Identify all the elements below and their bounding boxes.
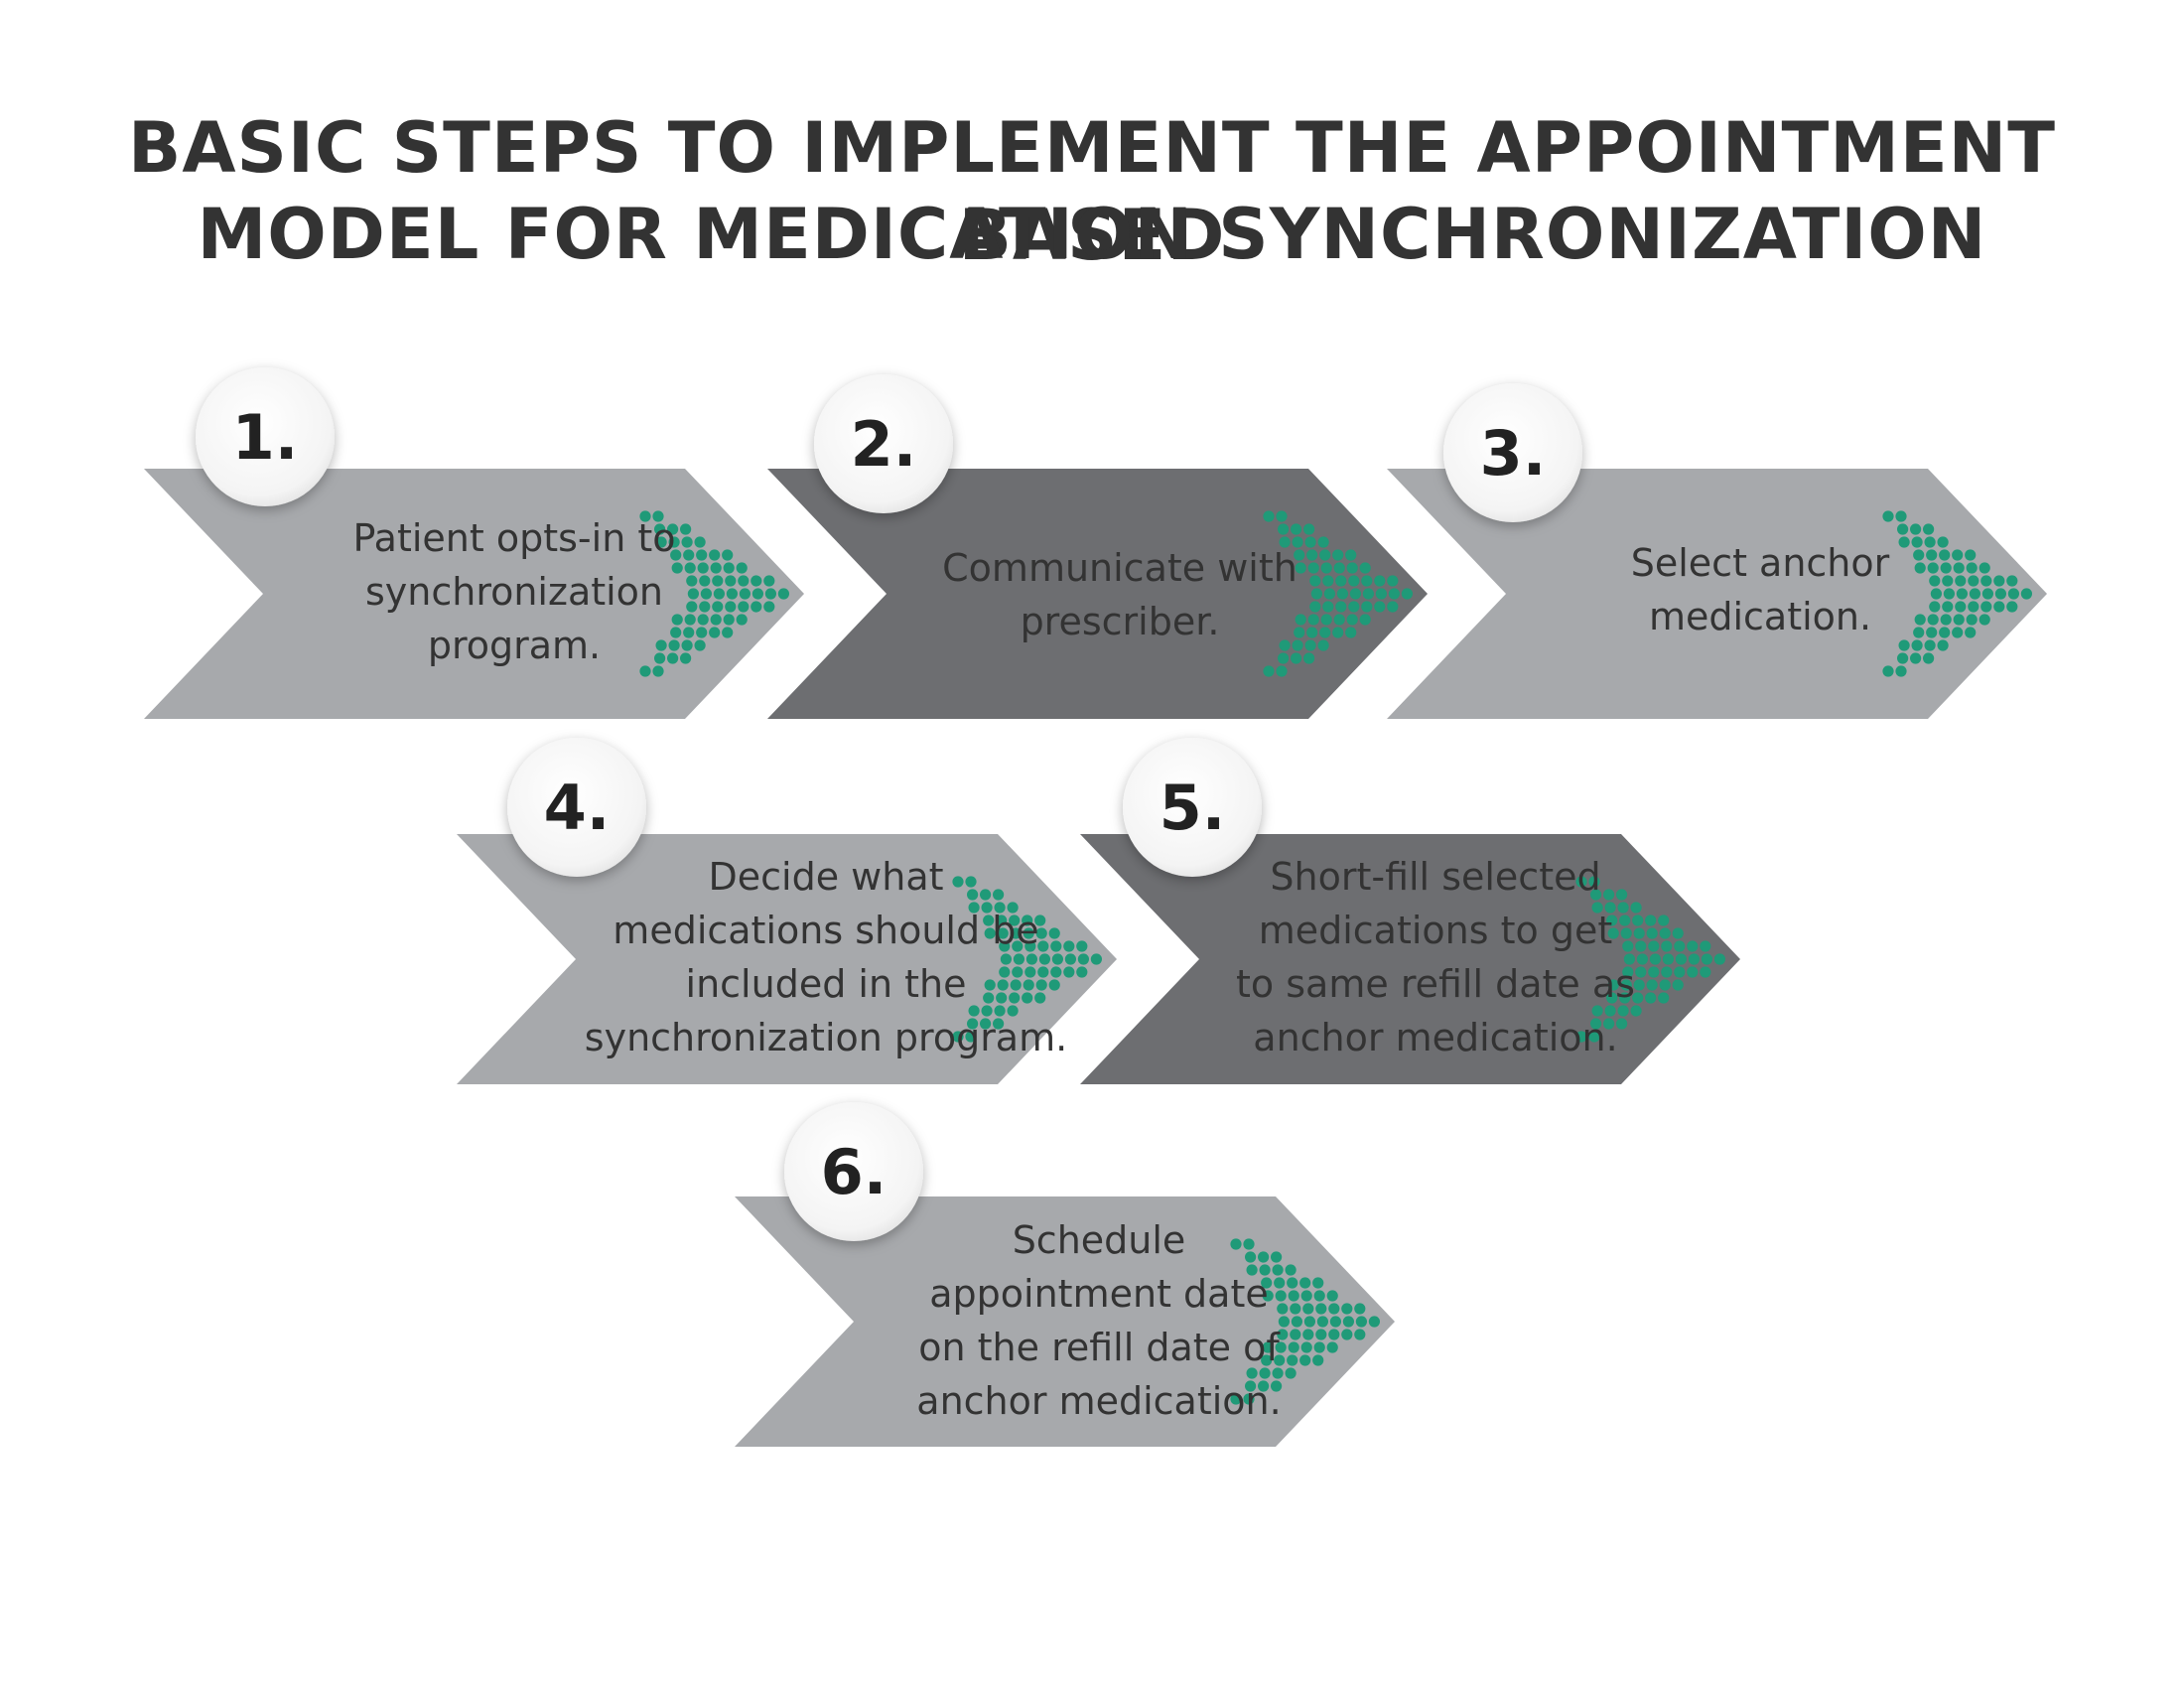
step-1-dot-chevron <box>639 510 790 677</box>
step-number: 6. <box>821 1136 887 1208</box>
step-badge-circle <box>784 1102 923 1241</box>
step-5-text-line: anchor medication. <box>1253 1016 1617 1059</box>
step-3-badge: 3. <box>1443 383 1582 522</box>
step-4-text-line: included in the <box>686 962 967 1006</box>
step-4-text-line: medications should be <box>613 909 1038 952</box>
step-3-text-line: Select anchor <box>1631 541 1890 585</box>
step-6-text: Schedule appointment date on the refill da… <box>916 1218 1281 1423</box>
step-1-text-line: program. <box>428 624 601 667</box>
step-6-text-line: anchor medication. <box>916 1379 1281 1423</box>
step-2-dot-chevron <box>1263 510 1413 677</box>
step-1-text: Patient opts-in to synchronization program… <box>352 516 675 667</box>
step-4-arrow <box>457 834 1117 1084</box>
step-1-text-line: synchronization <box>365 570 663 614</box>
step-number: 3. <box>1480 417 1547 490</box>
step-6-text-line: on the refill date of <box>918 1326 1281 1369</box>
arrows-layer <box>144 469 2047 1447</box>
step-badge-circle <box>196 367 335 506</box>
step-badge-circle <box>1123 738 1262 877</box>
title-line-2: MODEL FOR MEDICATION SYNCHRONIZATION <box>197 194 1987 275</box>
step-4-text-line: Decide what <box>708 855 943 899</box>
step-badge-circle <box>507 738 646 877</box>
step-badge-circle <box>1443 383 1582 522</box>
step-5-text-line: Short-fill selected <box>1270 855 1600 899</box>
step-badge-circle <box>814 374 953 513</box>
step-6-arrow <box>735 1196 1395 1447</box>
title-line-1: BASIC STEPS TO IMPLEMENT THE APPOINTMENT… <box>127 107 2057 276</box>
step-number: 5. <box>1160 772 1226 844</box>
step-3-text-line: medication. <box>1649 595 1871 638</box>
step-5-text-line: to same refill date as <box>1236 962 1635 1006</box>
step-number: 2. <box>851 408 917 481</box>
dots-layer <box>639 510 2032 1405</box>
step-4-text-line: synchronization program. <box>585 1016 1067 1059</box>
step-6-badge: 6. <box>784 1102 923 1241</box>
step-5-arrow <box>1080 834 1740 1084</box>
step-6-text-line: Schedule <box>1013 1218 1186 1262</box>
step-6-dot-chevron <box>1230 1238 1380 1405</box>
step-6-text-line: appointment date <box>929 1272 1268 1316</box>
step-3-dot-chevron <box>1882 510 2032 677</box>
badge-layer: 1. 2. 3. 4. 5. 6. <box>196 367 1582 1241</box>
step-5-text-line: medications to get <box>1259 909 1613 952</box>
step-5-badge: 5. <box>1123 738 1262 877</box>
step-2-arrow <box>767 469 1428 719</box>
step-4-text: Decide what medications should be included… <box>585 855 1067 1059</box>
step-2-text-line: Communicate with <box>942 546 1297 590</box>
step-5-text: Short-fill selected medications to get to … <box>1236 855 1635 1059</box>
step-1-text-line: Patient opts-in to <box>352 516 675 560</box>
step-2-badge: 2. <box>814 374 953 513</box>
step-4-dot-chevron <box>952 876 1102 1043</box>
step-2-text-line: prescriber. <box>1021 600 1220 643</box>
text-layer: Patient opts-in to synchronization program… <box>352 516 1889 1423</box>
step-3-arrow <box>1387 469 2047 719</box>
step-4-badge: 4. <box>507 738 646 877</box>
step-5-dot-chevron <box>1575 876 1725 1043</box>
step-1-badge: 1. <box>196 367 335 506</box>
step-2-text: Communicate with prescriber. <box>942 546 1297 643</box>
step-1-arrow <box>144 469 804 719</box>
step-3-text: Select anchor medication. <box>1631 541 1890 638</box>
step-number: 1. <box>232 401 299 474</box>
step-number: 4. <box>544 772 611 844</box>
